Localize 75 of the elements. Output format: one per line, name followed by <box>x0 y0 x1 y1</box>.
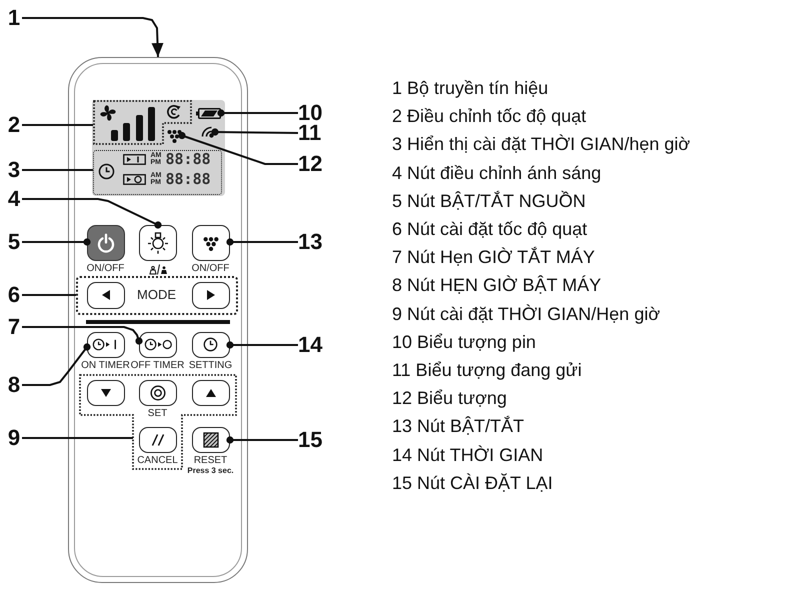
key-entry: 15 Nút CÀI ĐẶT LẠI <box>392 472 553 495</box>
left-button <box>86 282 124 308</box>
leader-line <box>22 124 93 126</box>
remote-control-body <box>68 57 248 583</box>
callout-number: 15 <box>298 430 326 450</box>
leader-line <box>217 109 298 117</box>
leader-line <box>22 294 76 296</box>
caption-note: Press 3 sec. <box>187 466 234 474</box>
pointer-arrow <box>22 17 164 58</box>
time-display-area <box>92 150 222 194</box>
cancel-button <box>138 426 176 452</box>
callout-number: 3 <box>6 160 22 180</box>
leader-line <box>22 437 133 439</box>
time-digits: 88:88 <box>166 170 211 186</box>
leader-line <box>22 169 93 171</box>
setting-button <box>192 332 230 358</box>
light-button <box>138 224 176 260</box>
callout-number: 2 <box>6 115 22 135</box>
callout-number: 6 <box>6 285 22 305</box>
key-entry: 2 Điều chỉnh tốc độ quạt <box>392 105 586 128</box>
button-caption: SETTING <box>188 360 232 370</box>
button-caption: ON/OFF <box>192 262 230 274</box>
leader-line <box>226 341 298 349</box>
button-caption: CANCEL <box>137 454 178 466</box>
up-button <box>192 380 230 406</box>
on-timer-button <box>86 332 124 358</box>
callout-number: 13 <box>298 232 326 252</box>
leader-line <box>22 343 91 386</box>
callout-number: 5 <box>6 232 22 252</box>
mode-button-group <box>76 276 238 314</box>
key-entry: 14 Nút THỜI GIAN <box>392 444 544 467</box>
callout-number: 8 <box>6 375 22 395</box>
reset-button <box>192 426 230 452</box>
mode-label: MODE <box>137 286 176 302</box>
key-entry: 1 Bộ truyền tín hiệu <box>392 77 548 100</box>
callout-number: 9 <box>6 428 22 448</box>
leader-line <box>178 132 298 165</box>
callout-number: 11 <box>298 123 326 143</box>
callout-number: 7 <box>6 317 22 337</box>
button-caption: SET <box>148 408 168 418</box>
set-button <box>138 380 176 406</box>
key-entry: 6 Nút cài đặt tốc độ quạt <box>392 218 588 242</box>
key-entry: 5 Nút BẬT/TẮT NGUỒN <box>392 190 586 213</box>
leader-line <box>22 238 91 246</box>
key-entry: 9 Nút cài đặt THỜI GIAN/Hẹn giờ <box>392 302 660 326</box>
time-digits: 88:88 <box>166 150 211 166</box>
button-caption: ON TIMER <box>81 360 130 370</box>
key-entry: 12 Biểu tượng <box>392 387 507 410</box>
fan-speed-area <box>92 100 192 144</box>
key-entry: 4 Nút điều chỉnh ánh sáng <box>392 162 602 185</box>
key-entry: 3 Hiển thị cài đặt THỜI GIAN/hẹn giờ <box>392 133 690 156</box>
key-entry: 10 Biểu tượng pin <box>392 330 536 354</box>
dot-cluster-button <box>192 224 230 260</box>
callout-number: 14 <box>298 335 326 355</box>
callout-number: 10 <box>298 103 326 123</box>
leader-line <box>226 436 298 444</box>
key-entry: 11 Biểu tượng đang gửi <box>392 359 582 382</box>
down-button <box>86 380 124 406</box>
callout-number: 12 <box>298 154 326 174</box>
button-caption: RESET <box>194 454 228 466</box>
key-entry: 7 Nút Hẹn GIỜ TẮT MÁY <box>392 246 595 270</box>
leader-line <box>22 326 143 345</box>
leader-line <box>211 128 298 136</box>
leader-line <box>22 198 162 229</box>
leader-line <box>226 238 298 246</box>
callout-number: 1 <box>6 8 22 28</box>
off-timer-button <box>138 332 176 358</box>
button-caption: OFF TIMER <box>130 360 184 370</box>
lcd-screen <box>92 100 224 196</box>
power-button <box>86 224 124 260</box>
button-caption: ON/OFF <box>86 262 124 274</box>
key-entry: 13 Nút BẬT/TẮT <box>392 414 524 438</box>
key-entry: 8 Nút HẸN GIỜ BẬT MÁY <box>392 274 602 298</box>
callout-number: 4 <box>6 189 22 209</box>
right-button <box>192 282 230 308</box>
